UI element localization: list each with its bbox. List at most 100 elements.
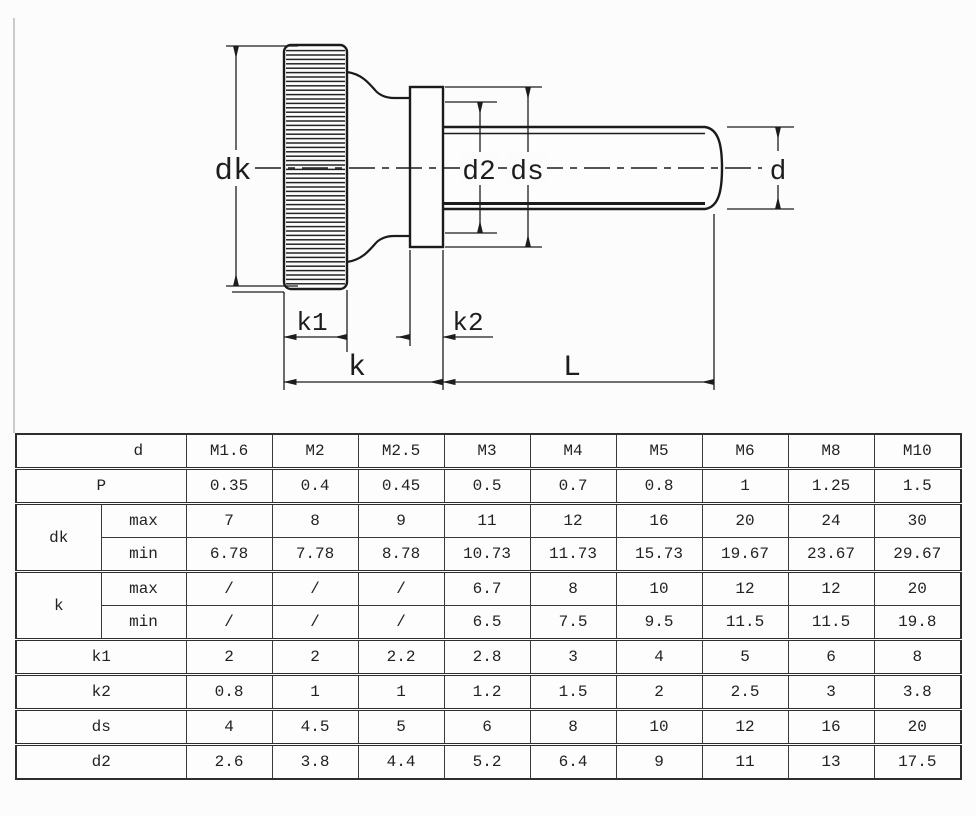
- value-cell: 5.2: [443, 743, 531, 780]
- label-d2: d2: [462, 157, 496, 188]
- neck-bottom-profile: [346, 234, 410, 264]
- value-cell: 13: [787, 743, 875, 780]
- value-cell: 0.5: [443, 467, 531, 504]
- value-cell: 1: [357, 673, 445, 710]
- value-cell: 2.2: [357, 638, 445, 675]
- value-cell: 4: [615, 638, 703, 675]
- column-header-cell: M4: [529, 433, 617, 469]
- value-cell: 0.45: [357, 467, 445, 504]
- row-label: d: [15, 433, 187, 469]
- value-cell: 30: [873, 502, 962, 538]
- value-cell: 1: [271, 673, 359, 710]
- value-cell: 8: [529, 708, 617, 745]
- column-header-cell: M10: [873, 433, 962, 469]
- label-d: d: [770, 157, 787, 188]
- value-cell: 4.4: [357, 743, 445, 780]
- value-cell: 1.5: [529, 673, 617, 710]
- row-sublabel: min: [100, 605, 187, 640]
- value-cell: 6.7: [443, 570, 531, 606]
- value-cell: /: [357, 570, 445, 606]
- collar-outline: [408, 85, 445, 249]
- row-sublabel: max: [100, 502, 187, 538]
- knurled-head-outline: [282, 43, 349, 291]
- value-cell: 3.8: [873, 673, 962, 710]
- value-cell: 8: [271, 502, 359, 538]
- value-cell: 19.67: [701, 537, 789, 572]
- row-label: dk: [15, 502, 102, 572]
- value-cell: 20: [873, 570, 962, 606]
- value-cell: 10: [615, 570, 703, 606]
- value-cell: 1.2: [443, 673, 531, 710]
- dimension-lines: [226, 45, 794, 390]
- value-cell: 16: [615, 502, 703, 538]
- shank-outline: [443, 125, 724, 211]
- value-cell: 4: [185, 708, 273, 745]
- label-gap-d2: [460, 152, 498, 183]
- neck-top-profile: [346, 70, 410, 100]
- row-label: k2: [15, 673, 187, 710]
- value-cell: 0.8: [185, 673, 273, 710]
- label-k2: k2: [452, 308, 483, 338]
- value-cell: 12: [701, 570, 789, 606]
- value-cell: 1.25: [787, 467, 875, 504]
- value-cell: 6: [443, 708, 531, 745]
- value-cell: 2.6: [185, 743, 273, 780]
- value-cell: 10: [615, 708, 703, 745]
- label-gap-ds: [507, 152, 547, 183]
- row-label: ds: [15, 708, 187, 745]
- value-cell: 0.35: [185, 467, 273, 504]
- value-cell: 3: [529, 638, 617, 675]
- value-cell: 29.67: [873, 537, 962, 572]
- value-cell: 5: [357, 708, 445, 745]
- value-cell: 2.8: [443, 638, 531, 675]
- value-cell: 6: [787, 638, 875, 675]
- value-cell: 2.5: [701, 673, 789, 710]
- value-cell: 1: [701, 467, 789, 504]
- label-ds: ds: [510, 157, 544, 188]
- value-cell: /: [271, 570, 359, 606]
- value-cell: 5: [701, 638, 789, 675]
- value-cell: 7.78: [271, 537, 359, 572]
- value-cell: 24: [787, 502, 875, 538]
- value-cell: 6.5: [443, 605, 531, 640]
- value-cell: /: [271, 605, 359, 640]
- value-cell: 2: [185, 638, 273, 675]
- value-cell: 8: [873, 638, 962, 675]
- value-cell: 23.67: [787, 537, 875, 572]
- column-header-cell: M2.5: [357, 433, 445, 469]
- value-cell: 2: [615, 673, 703, 710]
- value-cell: 9: [357, 502, 445, 538]
- value-cell: 11: [443, 502, 531, 538]
- column-header-cell: M1.6: [185, 433, 273, 469]
- value-cell: 7.5: [529, 605, 617, 640]
- label-k: k: [348, 351, 366, 385]
- column-header-cell: M2: [271, 433, 359, 469]
- value-cell: 11.73: [529, 537, 617, 572]
- value-cell: 3.8: [271, 743, 359, 780]
- value-cell: 6.78: [185, 537, 273, 572]
- column-header-cell: M8: [787, 433, 875, 469]
- value-cell: 10.73: [443, 537, 531, 572]
- knurl-texture: [286, 48, 345, 286]
- column-header-cell: M3: [443, 433, 531, 469]
- value-cell: /: [185, 570, 273, 606]
- label-L: L: [563, 351, 581, 385]
- label-dk: dk: [214, 154, 251, 189]
- thumb-screw-technical-drawing: dk d2 ds d k1 k2 k L: [13, 18, 794, 433]
- value-cell: 11.5: [701, 605, 789, 640]
- column-header-cell: M5: [615, 433, 703, 469]
- value-cell: 15.73: [615, 537, 703, 572]
- value-cell: 9.5: [615, 605, 703, 640]
- value-cell: 2: [271, 638, 359, 675]
